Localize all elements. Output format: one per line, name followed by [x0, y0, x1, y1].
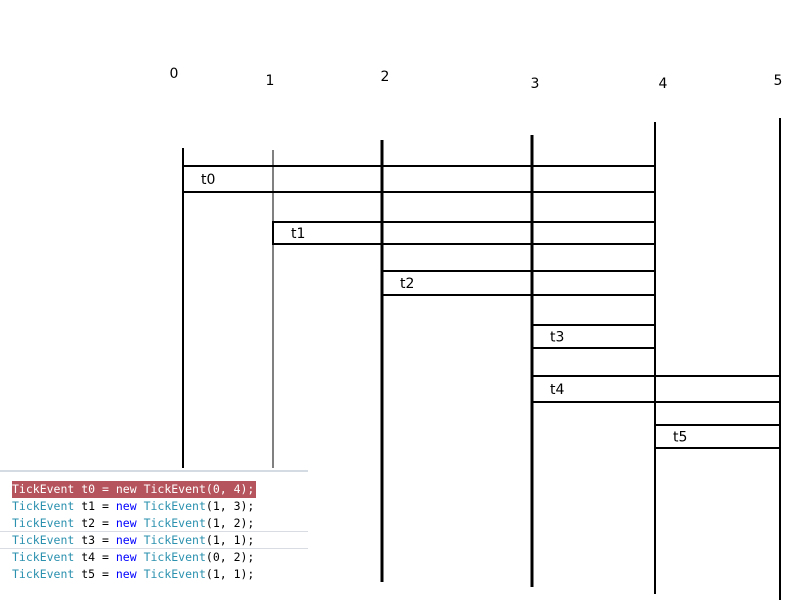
- tick-label-2: 2: [381, 69, 390, 85]
- code-line-text: TickEvent t2 = new TickEvent(1, 2);: [12, 515, 256, 532]
- code-token-args: (1, 3);: [205, 499, 255, 513]
- code-token-kw: new: [115, 482, 137, 496]
- code-token-args: (1, 1);: [205, 533, 255, 547]
- tick-label-1: 1: [266, 73, 275, 89]
- event-rect-t1: [272, 221, 656, 245]
- code-token-type: TickEvent: [12, 482, 75, 496]
- code-token-type: TickEvent: [12, 499, 75, 513]
- code-token-name: t3 =: [74, 533, 116, 547]
- code-token-name: t1 =: [74, 499, 116, 513]
- code-line-text: TickEvent t0 = new TickEvent(0, 4);: [12, 481, 257, 498]
- code-token-args: (0, 4);: [205, 482, 255, 496]
- code-token-ctor: TickEvent: [136, 516, 206, 530]
- code-token-kw: new: [115, 533, 137, 547]
- code-snippet-panel: TickEvent t0 = new TickEvent(0, 4);TickE…: [0, 470, 308, 584]
- code-token-name: t5 =: [74, 567, 116, 581]
- code-token-kw: new: [115, 550, 137, 564]
- code-line-t2[interactable]: TickEvent t2 = new TickEvent(1, 2);: [0, 515, 308, 532]
- code-token-args: (0, 2);: [205, 550, 255, 564]
- code-token-type: TickEvent: [12, 567, 75, 581]
- code-token-ctor: TickEvent: [136, 567, 206, 581]
- code-token-ctor: TickEvent: [136, 550, 206, 564]
- code-line-t4[interactable]: TickEvent t4 = new TickEvent(0, 2);: [0, 549, 308, 566]
- event-box-t4: t4: [531, 375, 781, 403]
- code-token-name: t0 =: [74, 482, 116, 496]
- event-box-t5: t5: [654, 424, 781, 449]
- code-line-t5[interactable]: TickEvent t5 = new TickEvent(1, 1);: [0, 566, 308, 583]
- event-label-t4: t4: [550, 382, 564, 398]
- code-token-ctor: TickEvent: [136, 533, 206, 547]
- tick-label-3: 3: [531, 76, 540, 92]
- code-line-t3[interactable]: TickEvent t3 = new TickEvent(1, 1);: [0, 532, 308, 549]
- line-separator: [0, 531, 308, 532]
- event-rect-t4: [531, 375, 781, 403]
- event-rect-t2: [381, 270, 656, 296]
- code-line-text: TickEvent t4 = new TickEvent(0, 2);: [12, 549, 256, 566]
- code-token-ctor: TickEvent: [136, 482, 206, 496]
- event-label-t3: t3: [550, 330, 564, 346]
- code-token-type: TickEvent: [12, 550, 75, 564]
- event-label-t1: t1: [291, 226, 305, 242]
- event-rect-t0: [182, 165, 656, 193]
- code-line-t0[interactable]: TickEvent t0 = new TickEvent(0, 4);: [0, 481, 308, 498]
- code-line-t1[interactable]: TickEvent t1 = new TickEvent(1, 3);: [0, 498, 308, 515]
- line-separator: [0, 548, 308, 549]
- code-token-args: (1, 2);: [205, 516, 255, 530]
- code-line-text: TickEvent t3 = new TickEvent(1, 1);: [12, 532, 256, 549]
- code-token-name: t2 =: [74, 516, 116, 530]
- tick-label-0: 0: [170, 66, 179, 82]
- code-token-type: TickEvent: [12, 533, 75, 547]
- event-box-t0: t0: [182, 165, 656, 193]
- event-label-t0: t0: [201, 172, 215, 188]
- event-box-t1: t1: [272, 221, 656, 245]
- event-box-t2: t2: [381, 270, 656, 296]
- code-token-kw: new: [115, 516, 137, 530]
- code-token-kw: new: [115, 499, 137, 513]
- event-label-t2: t2: [400, 276, 414, 292]
- code-token-type: TickEvent: [12, 516, 75, 530]
- event-rect-t5: [654, 424, 781, 449]
- code-line-text: TickEvent t5 = new TickEvent(1, 1);: [12, 566, 256, 583]
- code-token-ctor: TickEvent: [136, 499, 206, 513]
- tick-label-5: 5: [774, 73, 783, 89]
- tick-label-4: 4: [659, 76, 668, 92]
- event-label-t5: t5: [673, 430, 687, 446]
- code-token-kw: new: [115, 567, 137, 581]
- code-token-args: (1, 1);: [205, 567, 255, 581]
- code-token-name: t4 =: [74, 550, 116, 564]
- event-box-t3: t3: [531, 324, 656, 349]
- code-line-text: TickEvent t1 = new TickEvent(1, 3);: [12, 498, 256, 515]
- event-rect-t3: [531, 324, 656, 349]
